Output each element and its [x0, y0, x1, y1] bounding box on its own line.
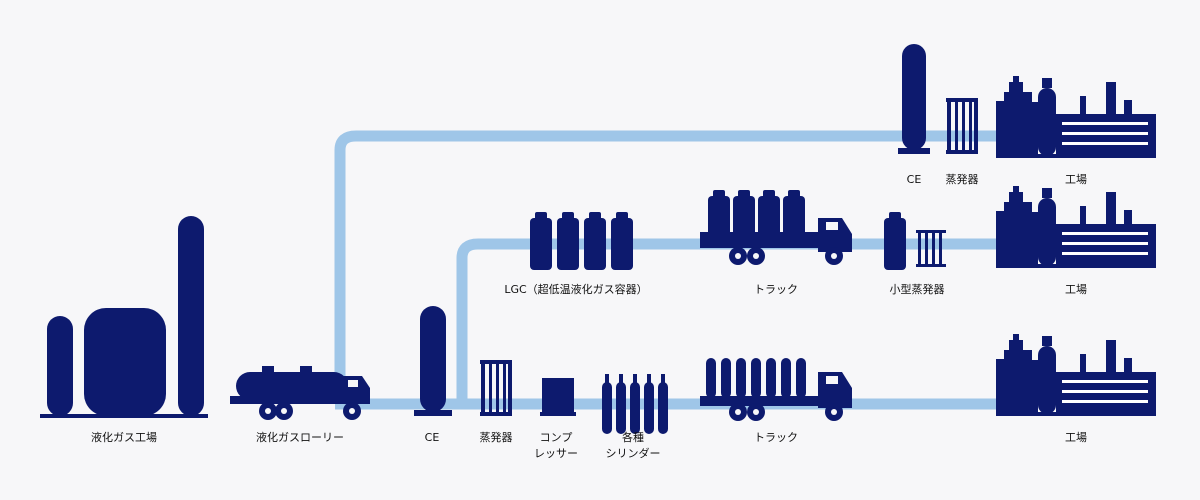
pipe-top-branch: [334, 130, 1000, 404]
lgc-truck-icon: [700, 190, 852, 265]
label-small-vaporizer: 小型蒸発器: [889, 283, 945, 296]
label-compressor: コンプ レッサー: [526, 430, 586, 462]
factory-top-icon: [996, 76, 1156, 158]
label-compressor-line2: レッサー: [534, 447, 578, 460]
small-vaporizer-icon: [884, 212, 946, 270]
label-liquefied-gas-plant: 液化ガス工場: [91, 431, 157, 444]
label-cylinders-line2: シリンダー: [605, 447, 661, 460]
vaporizer-top-icon: [946, 98, 978, 154]
label-truck-bottom: トラック: [754, 431, 798, 444]
label-factory-bottom: 工場: [1065, 431, 1087, 444]
liquefied-gas-plant-icon: [40, 216, 208, 418]
label-ce-bottom: CE: [424, 431, 440, 444]
label-vaporizer-bottom: 蒸発器: [479, 431, 513, 444]
ce-tank-bottom-icon: [414, 306, 452, 416]
label-lgc: LGC（超低温液化ガス容器）: [504, 283, 648, 296]
label-compressor-line1: コンプ: [539, 431, 573, 444]
label-truck-middle: トラック: [754, 283, 798, 296]
label-ce-top: CE: [906, 173, 922, 186]
factory-bottom-icon: [996, 334, 1156, 416]
factory-middle-icon: [996, 186, 1156, 268]
cylinder-truck-icon: [700, 358, 852, 421]
pipe-middle-branch: [456, 238, 1000, 404]
label-vaporizer-top: 蒸発器: [945, 173, 979, 186]
vaporizer-bottom-icon: [480, 360, 512, 416]
compressor-icon: [540, 378, 576, 416]
label-cylinders: 各種 シリンダー: [593, 430, 673, 462]
label-factory-middle: 工場: [1065, 283, 1087, 296]
cylinders-icon: [602, 374, 668, 434]
label-tank-lorry: 液化ガスローリー: [256, 431, 344, 444]
label-factory-top: 工場: [1065, 173, 1087, 186]
ce-tank-top-icon: [898, 44, 930, 154]
tank-lorry-icon: [230, 366, 370, 420]
label-cylinders-line1: 各種: [622, 431, 644, 444]
